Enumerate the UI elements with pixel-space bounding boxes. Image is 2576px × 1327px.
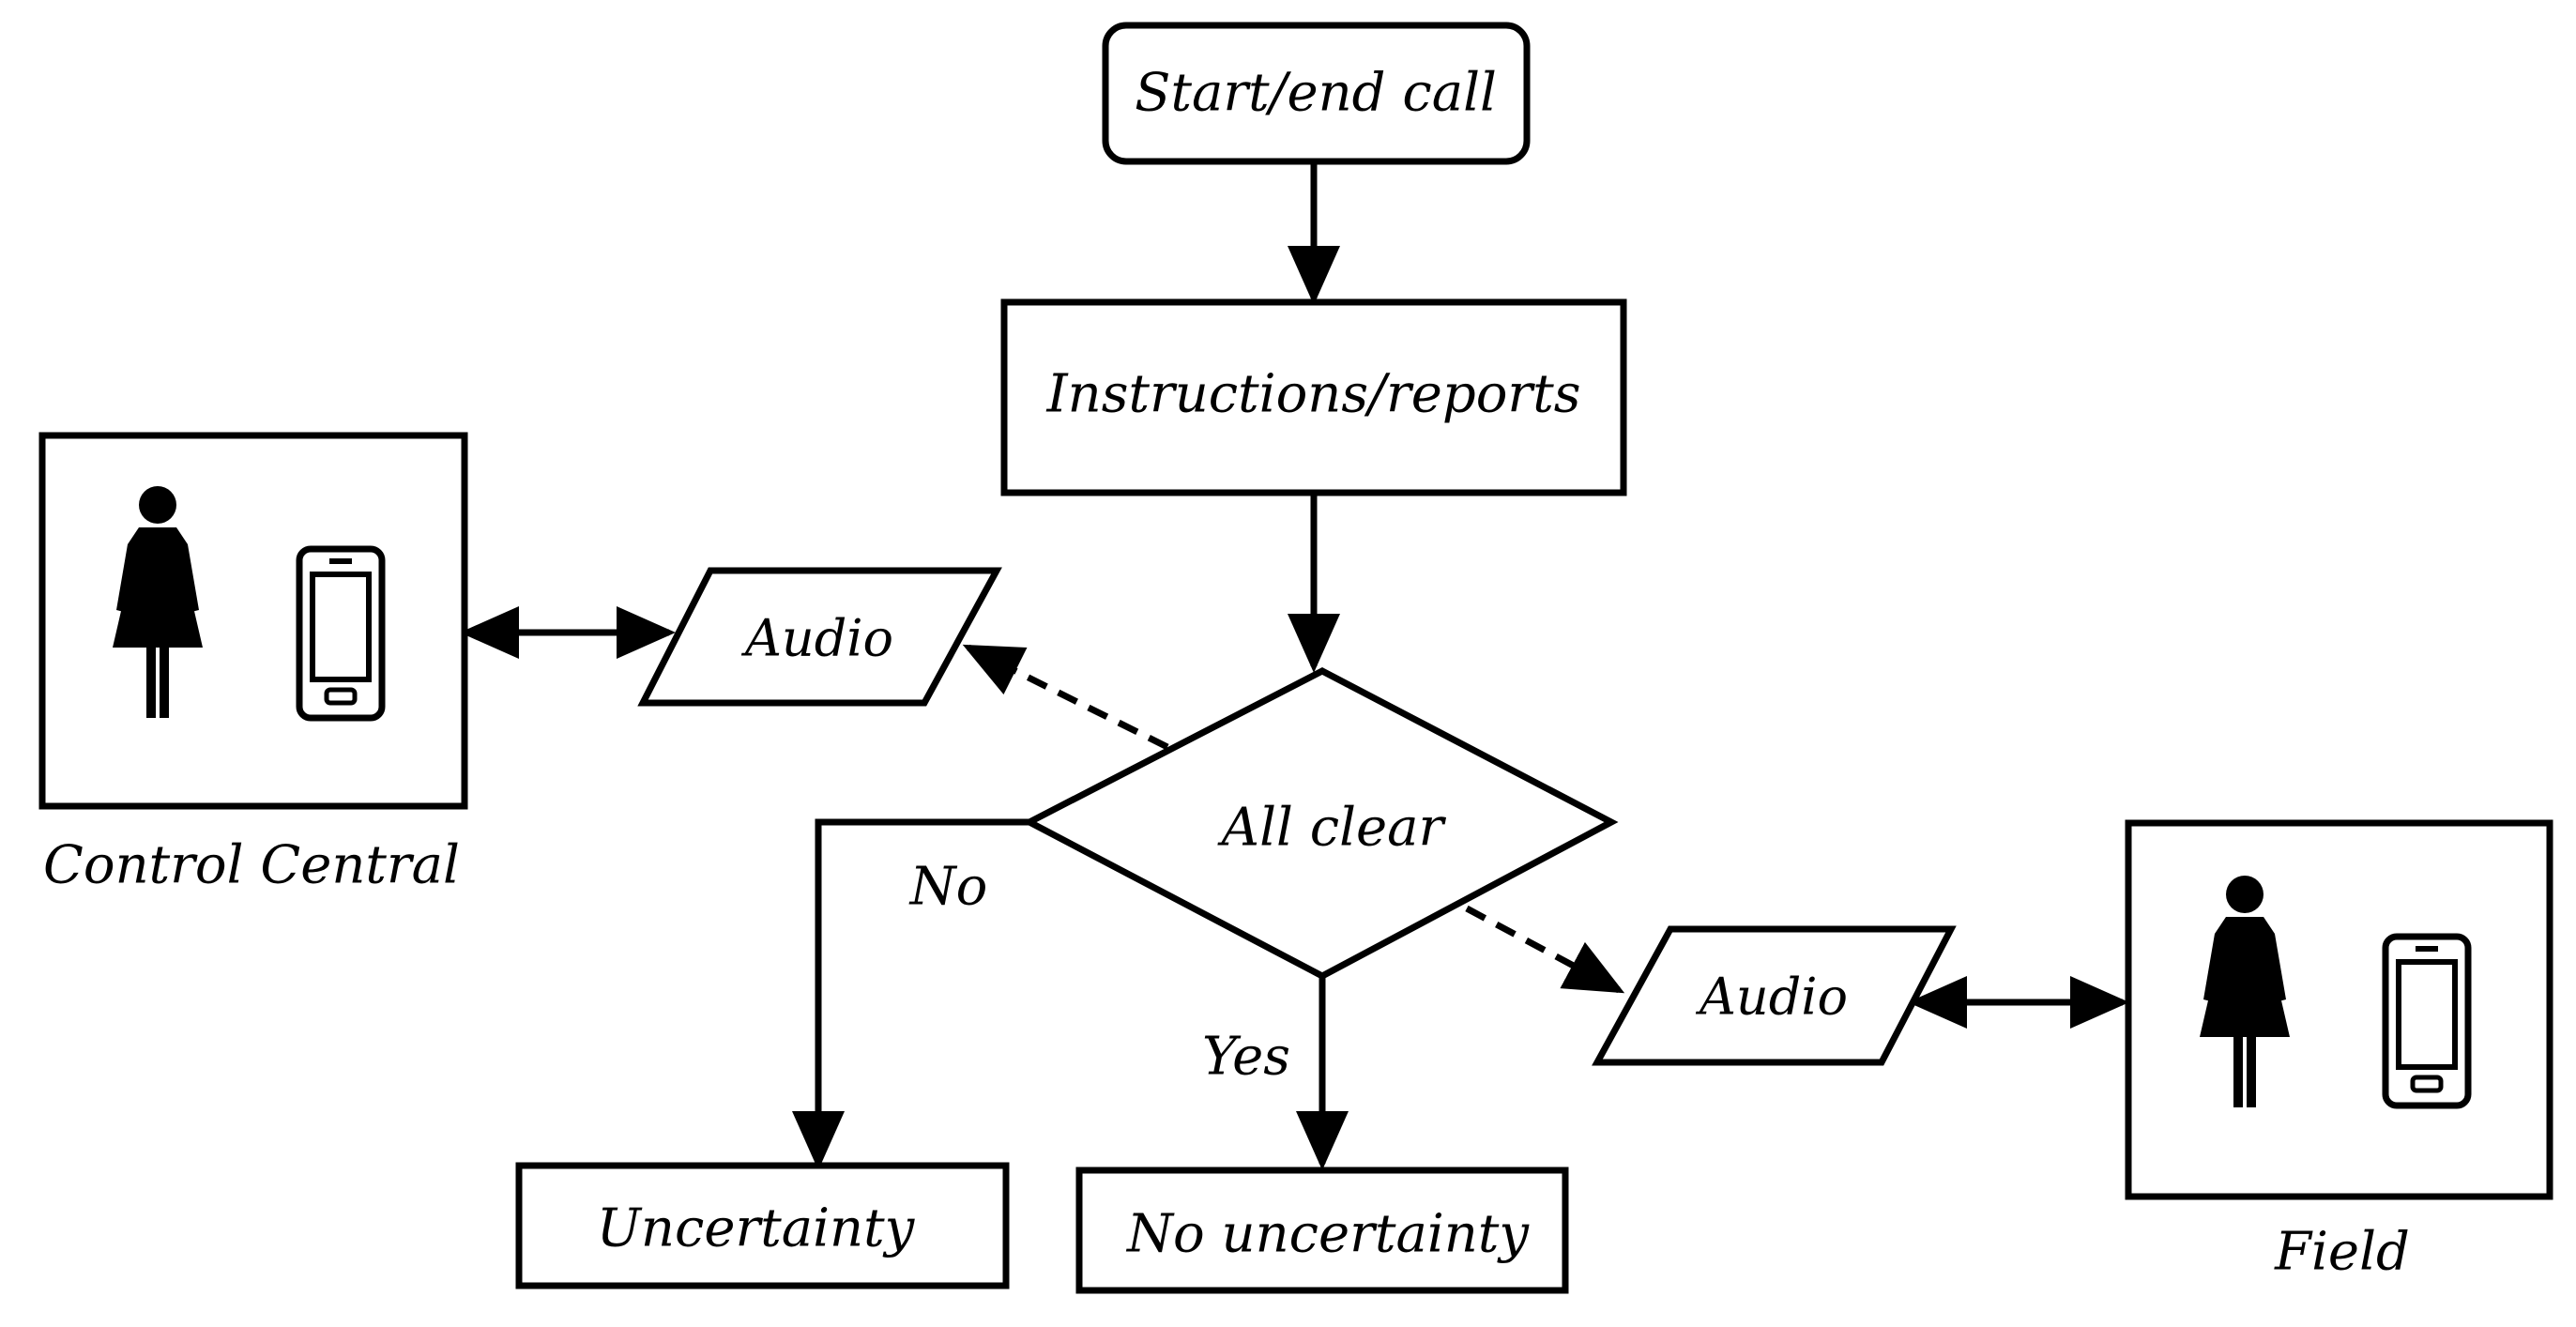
audio-control-label: Audio [740,609,893,668]
instructions-label: Instructions/reports [1046,364,1581,425]
dashed-arrow-decision-to-audio-field [1465,905,1625,994]
control-central-actor: Control Central [38,432,468,896]
edge-label-yes: Yes [1202,1027,1290,1088]
start-end-label: Start/end call [1135,63,1497,124]
control-central-label: Control Central [43,835,460,896]
uncertainty-node: Uncertainty [515,1162,1010,1289]
arrow-decision-to-uncertainty [792,818,1029,1170]
edge-label-no: No [908,857,988,918]
no-uncertainty-node: No uncertainty [1075,1167,1569,1294]
audio-control-node: Audio [637,567,1002,707]
field-label: Field [2274,1222,2410,1283]
instructions-node: Instructions/reports [1000,298,1627,496]
decision-label: All clear [1217,798,1447,859]
dashed-arrow-decision-to-audio-control [962,644,1169,751]
audio-field-node: Audio [1592,925,1957,1066]
no-uncertainty-label: No uncertainty [1125,1204,1530,1265]
audio-field-label: Audio [1695,968,1848,1027]
field-actor: Field [2125,819,2553,1283]
start-end-node: Start/end call [1102,22,1531,165]
decision-node: All clear [1022,667,1619,980]
uncertainty-label: Uncertainty [597,1198,916,1259]
connectors [460,161,2129,1170]
